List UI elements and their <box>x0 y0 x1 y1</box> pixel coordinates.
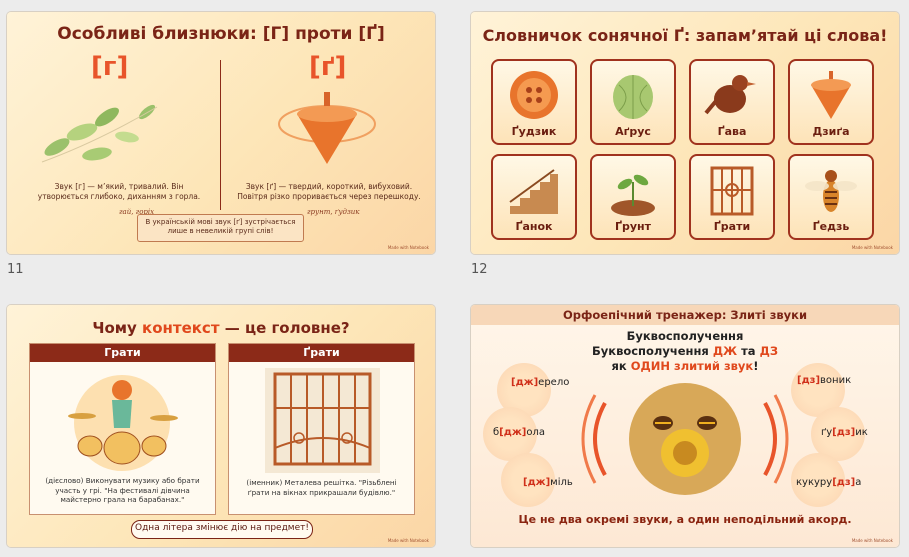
logo-text: Made with Notebook <box>851 538 893 543</box>
title-accent: контекст <box>142 319 220 337</box>
panel-noun: Ґрати (іменник) Металева решітка. "Різьб… <box>228 343 415 515</box>
card-label: Ґанок <box>515 220 553 233</box>
center-line-1: Буквосполучення <box>626 329 744 343</box>
button-image <box>510 71 558 119</box>
slide-14-thumbnail[interactable]: Орфоепічний тренажер: Злиті звуки Буквос… <box>471 305 899 547</box>
card-gooseberry: Аґрус <box>590 59 676 145</box>
card-label: Ґудзик <box>511 125 557 138</box>
slide-number-11: 11 <box>7 262 24 277</box>
bubble <box>811 407 865 461</box>
porch-image <box>509 169 558 214</box>
slide-12-thumbnail[interactable]: Словничок сонячної Ґ: запам’ятай ці слов… <box>471 12 899 254</box>
gadfly-image <box>805 170 857 212</box>
banner-text: В українській мові звук [ґ] зустрічаєтьс… <box>145 218 296 236</box>
bubble <box>483 407 537 461</box>
footer-text: Одна літера змінює дію на предмет! <box>135 523 309 533</box>
card-label: Ґрати <box>713 220 751 233</box>
right-description: Звук [ґ] — твердий, короткий, вибуховий.… <box>237 182 421 202</box>
word-dzherelo: [дж]ерело <box>511 377 570 388</box>
card-crow: Ґава <box>689 59 775 145</box>
center-line-2: Буквосполучення ДЖ та ДЗ <box>592 343 778 358</box>
grates-illustration <box>265 368 380 473</box>
spinning-top-image <box>811 71 851 119</box>
word-gudzyk: ґу[дз]ик <box>821 427 868 438</box>
center-line-3: як ОДИН злитий звук! <box>611 358 759 373</box>
card-soil: Ґрунт <box>590 154 676 240</box>
logo-text: Made with Notebook <box>387 245 429 250</box>
soil-sprout-image <box>611 174 655 216</box>
bees-sound-illustration <box>581 383 789 495</box>
left-examples: гай, горіх <box>119 208 155 216</box>
title-pre: Чому <box>92 319 143 337</box>
slide-title: Особливі близнюки: [Г] проти [Ґ] <box>57 24 385 44</box>
word-dzhmil: [дж]міль <box>523 477 573 488</box>
card-porch: Ґанок <box>491 154 577 240</box>
letter-g: [ґ] <box>309 52 347 82</box>
leaves-illustration <box>41 104 158 163</box>
panel-text: (іменник) Металева решітка. "Різьблені ґ… <box>246 478 397 497</box>
letter-h: [г] <box>91 52 129 82</box>
card-button: Ґудзик <box>491 59 577 145</box>
left-description: Звук [г] — м’який, тривалий. Він утворює… <box>37 182 201 202</box>
header-text: Орфоепічний тренажер: Злиті звуки <box>562 308 808 322</box>
panel-heading: Ґрати <box>229 344 414 362</box>
word-dzvonyk: [дз]воник <box>797 375 852 386</box>
card-gadfly: Ґедзь <box>788 154 874 240</box>
footer-text: Це не два окремі звуки, а один неподільн… <box>518 513 852 526</box>
footer-pill: Одна літера змінює дію на предмет! <box>131 520 313 539</box>
center-text: Буквосполучення Буквосполучення ДЖ та ДЗ… <box>571 329 799 374</box>
slide-title: Словничок сонячної Ґ: запам’ятай ці слов… <box>482 26 888 45</box>
divider <box>220 60 221 210</box>
bubble <box>501 453 555 507</box>
panel-heading: Грати <box>30 344 215 362</box>
crow-image <box>704 75 756 115</box>
card-label: Аґрус <box>615 125 651 138</box>
title-post: — це головне? <box>219 319 350 337</box>
card-label: Дзиґа <box>812 125 850 138</box>
panel-text: (дієслово) Виконувати музику або брати у… <box>45 476 200 505</box>
slide-title: Чому контекст — це головне? <box>7 319 435 337</box>
word-kukurudza: кукуру[дз]а <box>796 477 862 488</box>
card-label: Ґедзь <box>812 220 850 233</box>
logo-text: Made with Notebook <box>387 538 429 543</box>
panel-verb: Грати (дієслово) Виконувати музику або б… <box>29 343 216 515</box>
card-grates: Ґрати <box>689 154 775 240</box>
slide-13-thumbnail[interactable]: Чому контекст — це головне? Грати (дієсл… <box>7 305 435 547</box>
grates-image <box>710 166 754 216</box>
gooseberry-image <box>613 75 653 119</box>
right-examples: грунт, ґудзик <box>307 208 360 216</box>
slide-11-thumbnail[interactable]: Особливі близнюки: [Г] проти [Ґ] [г] [ґ]… <box>7 12 435 254</box>
bubble <box>791 453 845 507</box>
banner: В українській мові звук [ґ] зустрічаєтьс… <box>137 214 304 242</box>
logo-text: Made with Notebook <box>851 245 893 250</box>
card-label: Ґрунт <box>614 220 652 233</box>
word-bdzhola: б[дж]ола <box>493 427 545 438</box>
card-label: Ґава <box>717 125 747 138</box>
spinning-top-illustration <box>278 92 376 164</box>
card-spinning-top: Дзиґа <box>788 59 874 145</box>
slide-number-12: 12 <box>471 262 488 277</box>
header-bar: Орфоепічний тренажер: Злиті звуки <box>471 305 899 325</box>
drummer-illustration <box>68 375 178 471</box>
